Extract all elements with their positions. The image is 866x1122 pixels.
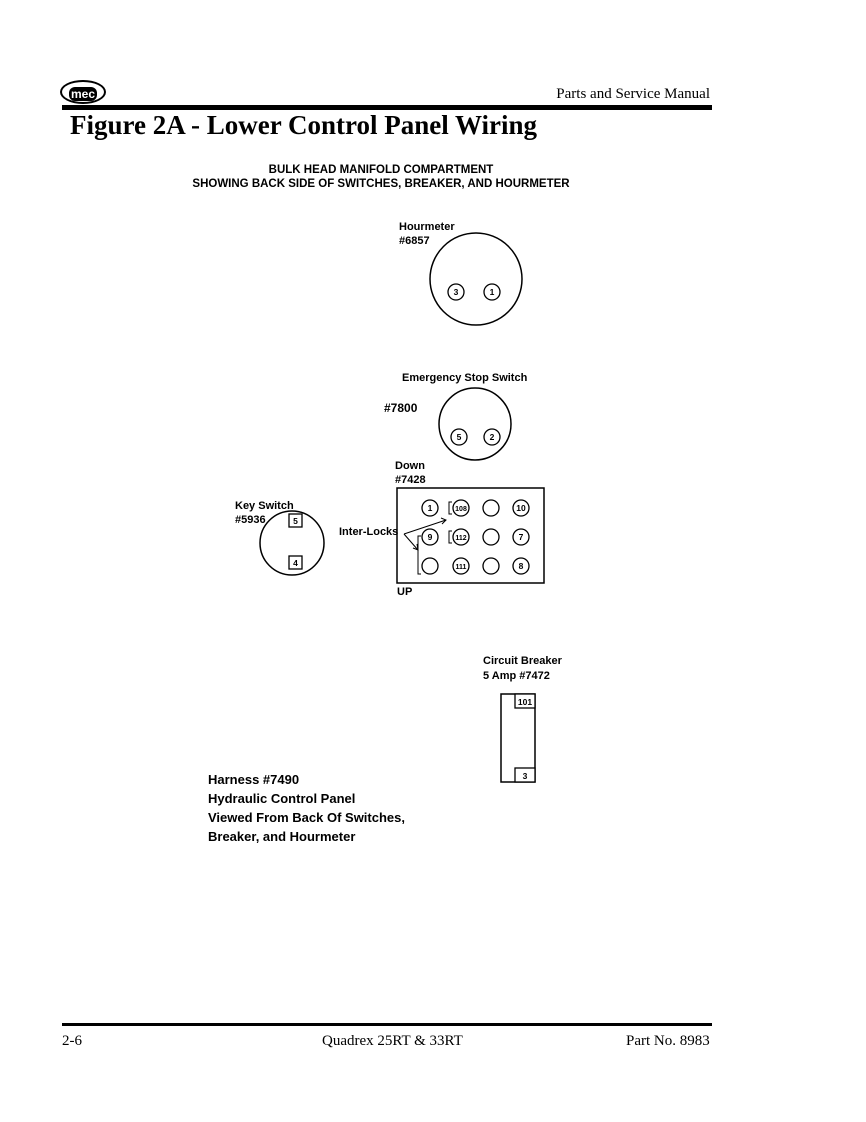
down-label: Down [395, 460, 425, 472]
down-up-terminal-blank [482, 499, 500, 517]
down-up-terminal: 1 [428, 503, 433, 513]
footer-rule [62, 1023, 712, 1026]
interlock-jumpers [403, 501, 452, 575]
down-up-terminal: 8 [519, 561, 524, 571]
emergency-stop-body [438, 387, 512, 461]
key-switch-terminal: 5 [293, 516, 298, 526]
down-up-terminal-blank [421, 557, 439, 575]
interlocks-label: Inter-Locks [339, 526, 399, 538]
down-up-terminal: 112 [455, 535, 466, 542]
up-label: UP [397, 586, 413, 598]
emergency-stop-part: #7800 [384, 401, 418, 415]
down-up-terminal: 9 [428, 532, 433, 542]
down-up-terminal-blank [482, 528, 500, 546]
harness-line: Breaker, and Hourmeter [208, 829, 356, 844]
hourmeter-label: Hourmeter [399, 221, 455, 233]
emergency-stop-terminal: 2 [490, 432, 495, 442]
harness-note: Harness #7490 Hydraulic Control Panel Vi… [208, 770, 405, 846]
hourmeter-terminal: 1 [490, 287, 495, 297]
circuit-breaker-terminal: 3 [523, 771, 528, 781]
circuit-breaker-label: Circuit Breaker [483, 655, 562, 667]
subtitle-line-2: SHOWING BACK SIDE OF SWITCHES, BREAKER, … [192, 178, 570, 190]
mec-logo: mec [60, 80, 106, 104]
circuit-breaker-terminal: 101 [518, 697, 532, 707]
circuit-breaker-spec: 5 Amp #7472 [483, 670, 550, 682]
manual-title: Parts and Service Manual [556, 86, 710, 102]
key-switch-label: Key Switch [235, 500, 294, 512]
down-up-terminal: 10 [516, 503, 526, 513]
page-number: 2-6 [62, 1033, 82, 1049]
key-switch-terminal: 4 [293, 558, 298, 568]
down-up-terminal: 7 [519, 532, 524, 542]
down-up-terminal: 111 [456, 564, 467, 571]
down-up-switch-part: #7428 [395, 474, 426, 486]
figure-title: Figure 2A - Lower Control Panel Wiring [70, 110, 538, 140]
header-rule [62, 105, 712, 110]
harness-line: Hydraulic Control Panel [208, 791, 356, 806]
hourmeter-terminal: 3 [454, 287, 459, 297]
harness-line: Harness #7490 [208, 772, 300, 787]
down-up-terminal: 108 [455, 506, 467, 513]
key-switch-body [259, 510, 325, 576]
footer-model: Quadrex 25RT & 33RT [322, 1033, 463, 1049]
hourmeter-body [429, 232, 523, 326]
down-up-terminal-blank [482, 557, 500, 575]
subtitle-line-1: BULK HEAD MANIFOLD COMPARTMENT [268, 164, 494, 176]
key-switch-part: #5936 [235, 514, 266, 526]
footer-part-number: Part No. 8983 [626, 1033, 710, 1049]
down-up-switch-body [396, 487, 545, 584]
emergency-stop-label: Emergency Stop Switch [402, 372, 528, 384]
hourmeter-part: #6857 [399, 235, 430, 247]
emergency-stop-terminal: 5 [457, 432, 462, 442]
harness-line: Viewed From Back Of Switches, [208, 810, 405, 825]
